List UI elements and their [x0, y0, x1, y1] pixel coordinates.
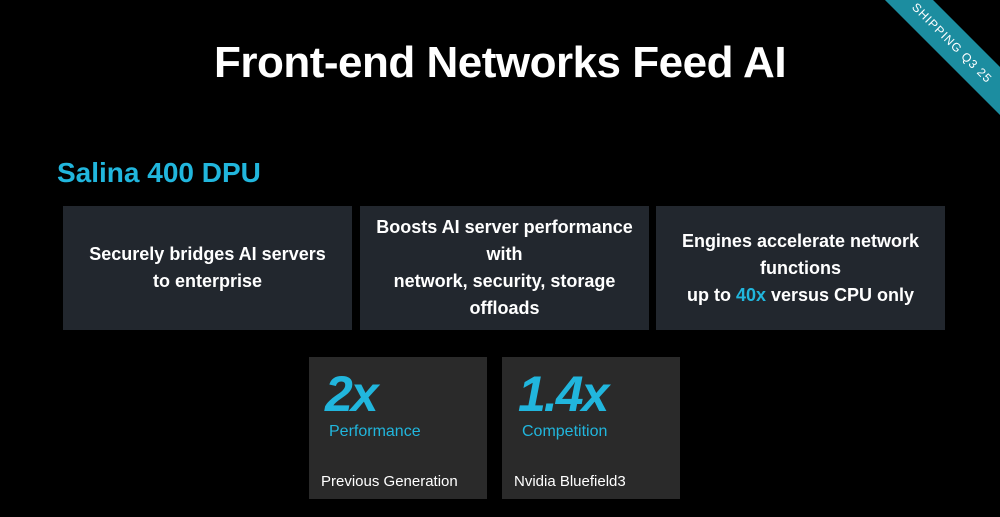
feature-card-text: up to: [686, 284, 736, 305]
shipping-ribbon: SHIPPING Q3 25: [870, 0, 1000, 130]
feature-card-line: up to 40x versus CPU only: [656, 282, 945, 309]
feature-card-line: Boosts AI server performance with: [376, 217, 633, 264]
shipping-ribbon-label: SHIPPING Q3 25: [870, 0, 1000, 126]
stat-metric: Performance: [329, 423, 421, 440]
stat-reference: Previous Generation: [321, 473, 458, 490]
feature-card-offloads: Boosts AI server performance with networ…: [360, 206, 649, 330]
stat-card-competition: 1.4x Competition Nvidia Bluefield3: [502, 357, 680, 499]
stat-value: 2x: [325, 366, 379, 422]
feature-card-line: to enterprise: [152, 271, 263, 291]
speedup-highlight: 40x: [735, 284, 766, 305]
stat-card-performance: 2x Performance Previous Generation: [309, 357, 487, 499]
feature-card-line: Engines accelerate network functions: [681, 230, 920, 278]
feature-card-line: Securely bridges AI servers: [89, 244, 326, 264]
feature-card-line: network, security, storage offloads: [393, 271, 616, 318]
product-name: Salina 400 DPU: [57, 157, 261, 188]
feature-card-engines: Engines accelerate network functions up …: [656, 206, 945, 330]
stat-metric: Competition: [522, 423, 608, 440]
feature-card-text: versus CPU only: [765, 284, 915, 305]
feature-card-bridge: Securely bridges AI servers to enterpris…: [63, 206, 352, 330]
slide-title: Front-end Networks Feed AI: [213, 38, 787, 87]
stat-value: 1.4x: [518, 366, 609, 422]
stat-reference: Nvidia Bluefield3: [514, 473, 626, 490]
